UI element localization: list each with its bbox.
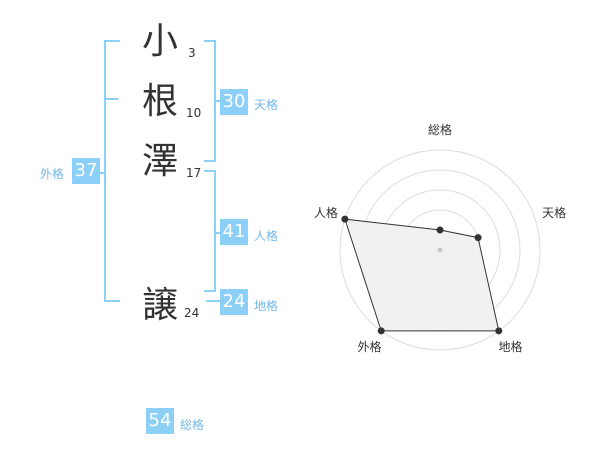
gaikaku-connector bbox=[100, 172, 106, 174]
gaikaku-bracket-tick bbox=[104, 98, 118, 100]
gaikaku-label: 外格 bbox=[40, 167, 65, 181]
chikaku-label: 地格 bbox=[254, 299, 279, 313]
soukaku-value: 54 bbox=[146, 408, 174, 434]
gaikaku-value: 37 bbox=[72, 158, 100, 184]
tenkaku-label: 天格 bbox=[254, 98, 279, 112]
radar-data-area bbox=[344, 218, 500, 332]
radar-point-2 bbox=[474, 234, 482, 242]
name-char-3: 澤 bbox=[141, 141, 178, 182]
radar-point-5 bbox=[341, 215, 349, 223]
radar-axis-label-3: 地格 bbox=[499, 339, 523, 354]
radar-point-4 bbox=[377, 327, 385, 335]
name-char-2: 根 bbox=[141, 81, 178, 122]
radar-axis-label-5: 人格 bbox=[314, 205, 338, 220]
radar-point-3 bbox=[495, 327, 503, 335]
soukaku-label: 総格 bbox=[180, 418, 205, 432]
name-char-1: 小 bbox=[141, 21, 178, 62]
radar-axis-label-1: 総格 bbox=[428, 122, 452, 137]
radar-point-1 bbox=[436, 226, 444, 234]
name-char-4: 譲 bbox=[141, 285, 178, 326]
radar-center-dot bbox=[437, 247, 443, 253]
stroke-count-2: 10 bbox=[186, 106, 202, 120]
stroke-count-3: 17 bbox=[186, 166, 202, 180]
radar-ring-5 bbox=[339, 149, 541, 351]
jinkaku-bracket bbox=[204, 170, 216, 292]
stroke-count-1: 3 bbox=[188, 46, 196, 60]
gaikaku-bracket bbox=[104, 40, 120, 302]
chikaku-value: 24 bbox=[220, 289, 248, 315]
jinkaku-label: 人格 bbox=[254, 229, 279, 243]
radar-axis-label-4: 外格 bbox=[357, 339, 381, 354]
jinkaku-value: 41 bbox=[220, 219, 248, 245]
chikaku-connector bbox=[206, 300, 220, 302]
stroke-count-4: 24 bbox=[184, 306, 200, 320]
tenkaku-connector bbox=[214, 100, 222, 102]
radar-points bbox=[341, 215, 503, 335]
radar-axis-label-2: 天格 bbox=[542, 205, 566, 220]
jinkaku-connector bbox=[214, 232, 222, 234]
tenkaku-value: 30 bbox=[220, 89, 248, 115]
